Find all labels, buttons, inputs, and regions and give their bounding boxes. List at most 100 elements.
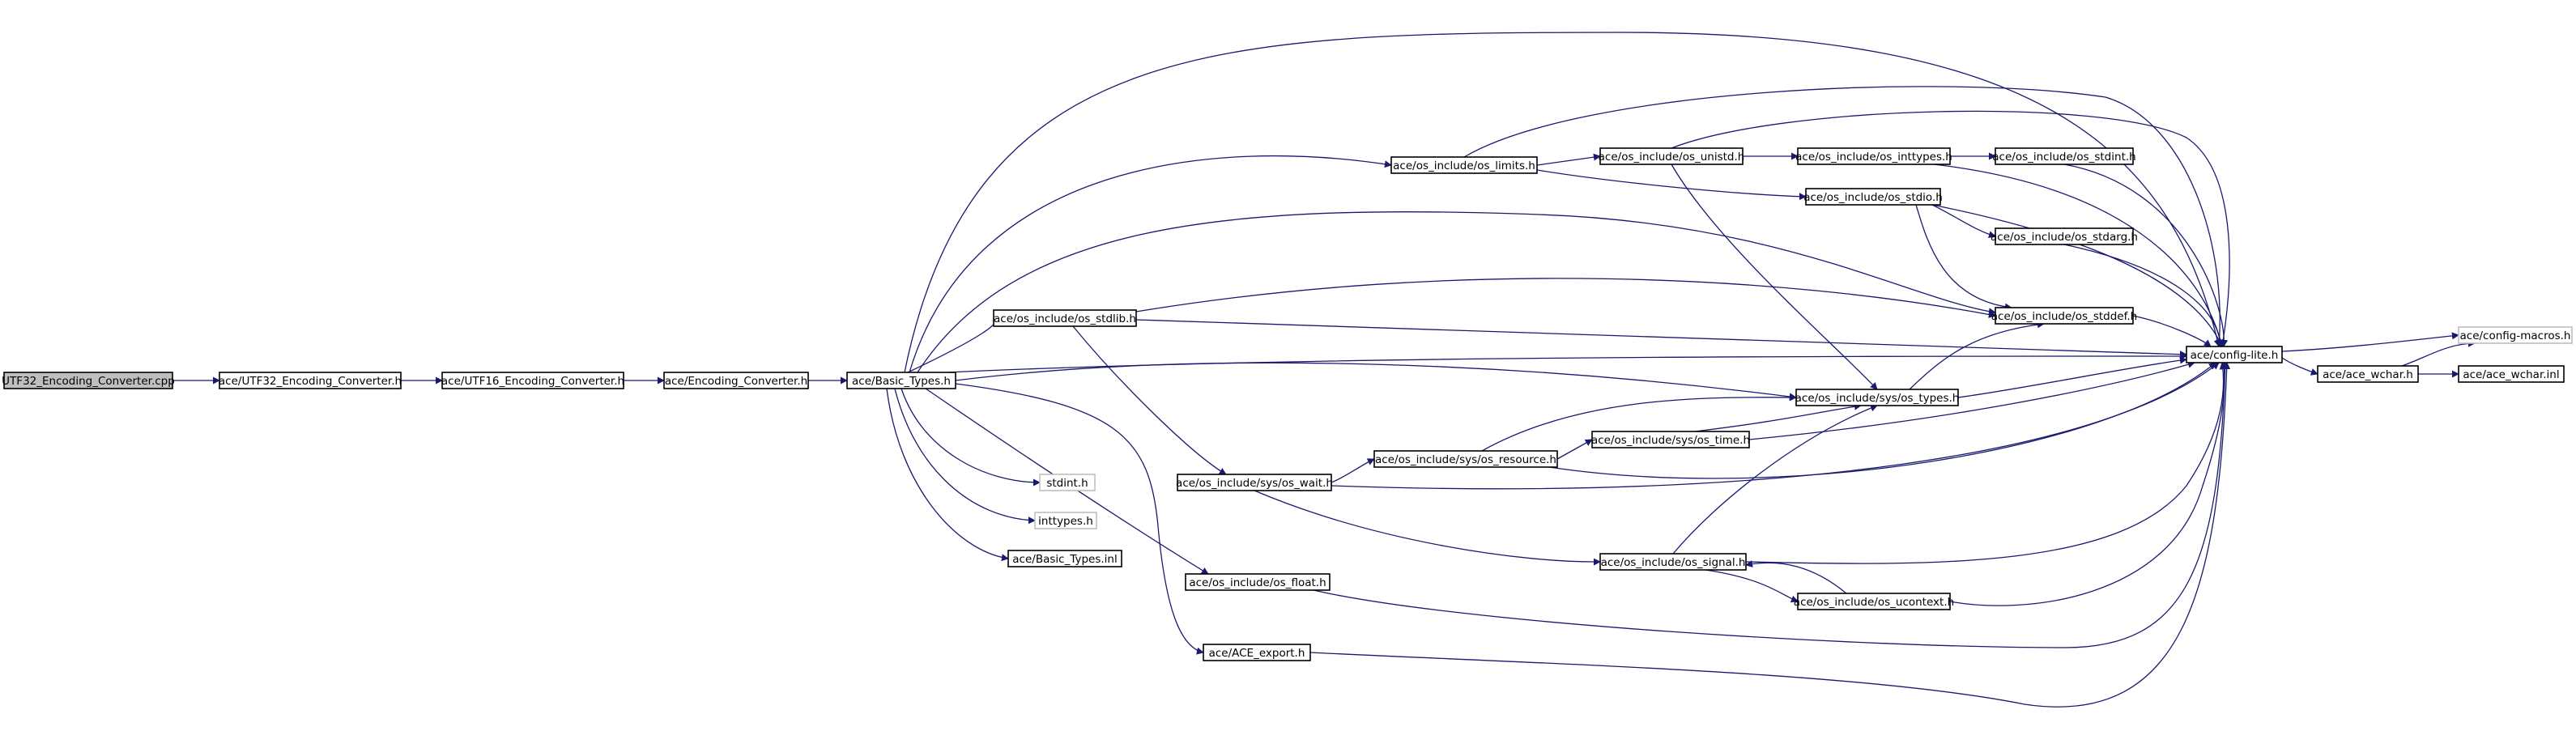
node-label: ace/UTF16_Encoding_Converter.h bbox=[441, 375, 624, 388]
node-box bbox=[993, 309, 1137, 327]
edge-wait-to-resource bbox=[1331, 458, 1375, 483]
node-box bbox=[1007, 550, 1122, 567]
node-float[interactable]: ace/os_include/os_float.h bbox=[1185, 573, 1331, 591]
node-label: ace/UTF32_Encoding_Converter.h bbox=[219, 375, 402, 388]
edge-export-to-configlite bbox=[1309, 362, 2231, 708]
node-unistd[interactable]: ace/os_include/os_unistd.h bbox=[1599, 147, 1745, 165]
node-stddef[interactable]: ace/os_include/os_stddef.h bbox=[1991, 307, 2137, 325]
edge-limits-to-unistd bbox=[1536, 153, 1601, 166]
node-box bbox=[1995, 147, 2134, 165]
node-ench[interactable]: ace/Encoding_Converter.h bbox=[663, 372, 809, 389]
node-box bbox=[219, 372, 402, 389]
edge-signal-to-ucontext bbox=[1705, 569, 1799, 603]
node-systypes[interactable]: ace/os_include/sys/os_types.h bbox=[1795, 389, 1960, 406]
edge-basic-to-stdinth bbox=[901, 388, 1041, 487]
node-label: ace/os_include/sys/os_wait.h bbox=[1176, 477, 1333, 490]
node-box bbox=[2458, 365, 2565, 383]
node-label: ace/os_include/os_signal.h bbox=[1601, 556, 1746, 569]
edge-limits-to-configlite bbox=[1463, 86, 2224, 347]
node-stdio[interactable]: ace/os_include/os_stdio.h bbox=[1803, 188, 1943, 206]
edge-resource-to-systypes bbox=[1481, 393, 1797, 452]
edge-stdlib-to-configlite bbox=[1135, 319, 2187, 359]
node-ucontext[interactable]: ace/os_include/os_ucontext.h bbox=[1794, 593, 1954, 610]
node-label: ace/os_include/os_stdlib.h bbox=[994, 312, 1136, 325]
node-utf16h[interactable]: ace/UTF16_Encoding_Converter.h bbox=[441, 372, 624, 389]
node-box bbox=[3, 372, 173, 389]
node-box bbox=[1599, 553, 1747, 571]
edge-resource-to-systime bbox=[1556, 439, 1593, 460]
node-wchar[interactable]: ace/ace_wchar.h bbox=[2317, 365, 2419, 383]
node-label: ace/os_include/sys/os_resource.h bbox=[1375, 453, 1556, 466]
node-label: ace/os_include/os_stdio.h bbox=[1803, 191, 1943, 204]
node-limits[interactable]: ace/os_include/os_limits.h bbox=[1390, 156, 1538, 174]
edge-stdarg-to-configlite bbox=[2063, 244, 2225, 347]
node-box bbox=[2458, 326, 2573, 344]
node-stdarg[interactable]: ace/os_include/os_stdarg.h bbox=[1991, 227, 2138, 245]
node-wcharinl[interactable]: ace/ace_wchar.inl bbox=[2458, 365, 2565, 383]
node-label: ace/Basic_Types.inl bbox=[1012, 553, 1117, 566]
node-label: ace/os_include/os_stdarg.h bbox=[1991, 231, 2138, 244]
node-box bbox=[1203, 644, 1311, 661]
node-systime[interactable]: ace/os_include/sys/os_time.h bbox=[1591, 431, 1750, 448]
node-label: ace/os_include/os_ucontext.h bbox=[1794, 596, 1954, 609]
node-export[interactable]: ace/ACE_export.h bbox=[1203, 644, 1311, 661]
node-box bbox=[1805, 188, 1941, 206]
node-box bbox=[1995, 307, 2134, 325]
node-box bbox=[663, 372, 809, 389]
node-box bbox=[1039, 474, 1096, 491]
edge-inttypes-to-configlite bbox=[1933, 164, 2225, 347]
edge-basic-to-export bbox=[955, 383, 1204, 655]
node-resource[interactable]: ace/os_include/sys/os_resource.h bbox=[1373, 450, 1558, 468]
node-label: ace/ACE_export.h bbox=[1209, 647, 1305, 660]
node-inttypes[interactable]: ace/os_include/os_inttypes.h bbox=[1795, 147, 1952, 165]
node-box bbox=[1795, 389, 1959, 406]
node-signal[interactable]: ace/os_include/os_signal.h bbox=[1599, 553, 1747, 571]
edge-wait-to-signal bbox=[1254, 490, 1601, 566]
node-utf32h[interactable]: ace/UTF32_Encoding_Converter.h bbox=[219, 372, 402, 389]
node-box bbox=[1177, 474, 1332, 491]
node-basicinl[interactable]: ace/Basic_Types.inl bbox=[1007, 550, 1122, 567]
nodes-layer: UTF32_Encoding_Converter.cpp ace/UTF32_En… bbox=[2, 147, 2573, 661]
node-label: ace/ace_wchar.inl bbox=[2463, 368, 2559, 381]
edge-basic-to-limits bbox=[909, 155, 1392, 373]
node-box bbox=[1373, 450, 1558, 468]
node-label: ace/os_include/os_unistd.h bbox=[1599, 151, 1745, 164]
node-box bbox=[2317, 365, 2419, 383]
node-osstdint[interactable]: ace/os_include/os_stdint.h bbox=[1992, 147, 2136, 165]
node-box bbox=[1390, 156, 1538, 174]
node-box bbox=[1995, 227, 2134, 245]
edge-unistd-to-configlite bbox=[1671, 110, 2230, 347]
edge-unistd-to-systypes bbox=[1671, 164, 1878, 390]
edge-basic-to-configlite bbox=[904, 32, 2221, 373]
edge-stdio-to-stddef bbox=[1915, 204, 2012, 311]
edge-stddef-to-configlite bbox=[2132, 315, 2212, 347]
edge-ucontext-to-signal bbox=[1745, 560, 1847, 594]
node-box bbox=[2186, 346, 2283, 363]
node-label: ace/os_include/os_stddef.h bbox=[1991, 310, 2137, 323]
node-configmacros: ace/config-macros.h bbox=[2458, 326, 2573, 344]
node-box bbox=[1797, 147, 1951, 165]
edge-basic-to-configlite bbox=[947, 352, 2187, 373]
edge-float-to-configlite bbox=[1313, 362, 2229, 648]
node-box bbox=[846, 372, 956, 389]
edge-basic-to-systypes bbox=[955, 362, 1797, 401]
edge-wait-to-configlite bbox=[1331, 362, 2220, 490]
node-root[interactable]: UTF32_Encoding_Converter.cpp bbox=[2, 372, 175, 389]
node-label: ace/os_include/sys/os_time.h bbox=[1591, 434, 1750, 447]
node-stdlib[interactable]: ace/os_include/os_stdlib.h bbox=[993, 309, 1137, 327]
edge-stdio-to-configlite bbox=[1931, 204, 2223, 347]
node-label: inttypes.h bbox=[1038, 515, 1093, 528]
node-box bbox=[1797, 593, 1951, 610]
node-stdinth: stdint.h bbox=[1039, 474, 1096, 491]
edge-resource-to-configlite bbox=[1548, 362, 2216, 479]
node-basic[interactable]: ace/Basic_Types.h bbox=[846, 372, 956, 389]
edge-ucontext-to-configlite bbox=[1949, 362, 2229, 606]
node-wait[interactable]: ace/os_include/sys/os_wait.h bbox=[1176, 474, 1333, 491]
edge-basic-to-basicinl bbox=[886, 388, 1009, 562]
node-configlite[interactable]: ace/config-lite.h bbox=[2186, 346, 2283, 363]
edge-basic-to-inttypesh bbox=[894, 388, 1036, 525]
node-inttypesh: inttypes.h bbox=[1034, 512, 1097, 529]
node-label: UTF32_Encoding_Converter.cpp bbox=[2, 375, 175, 388]
node-label: ace/os_include/os_stdint.h bbox=[1992, 151, 2135, 164]
